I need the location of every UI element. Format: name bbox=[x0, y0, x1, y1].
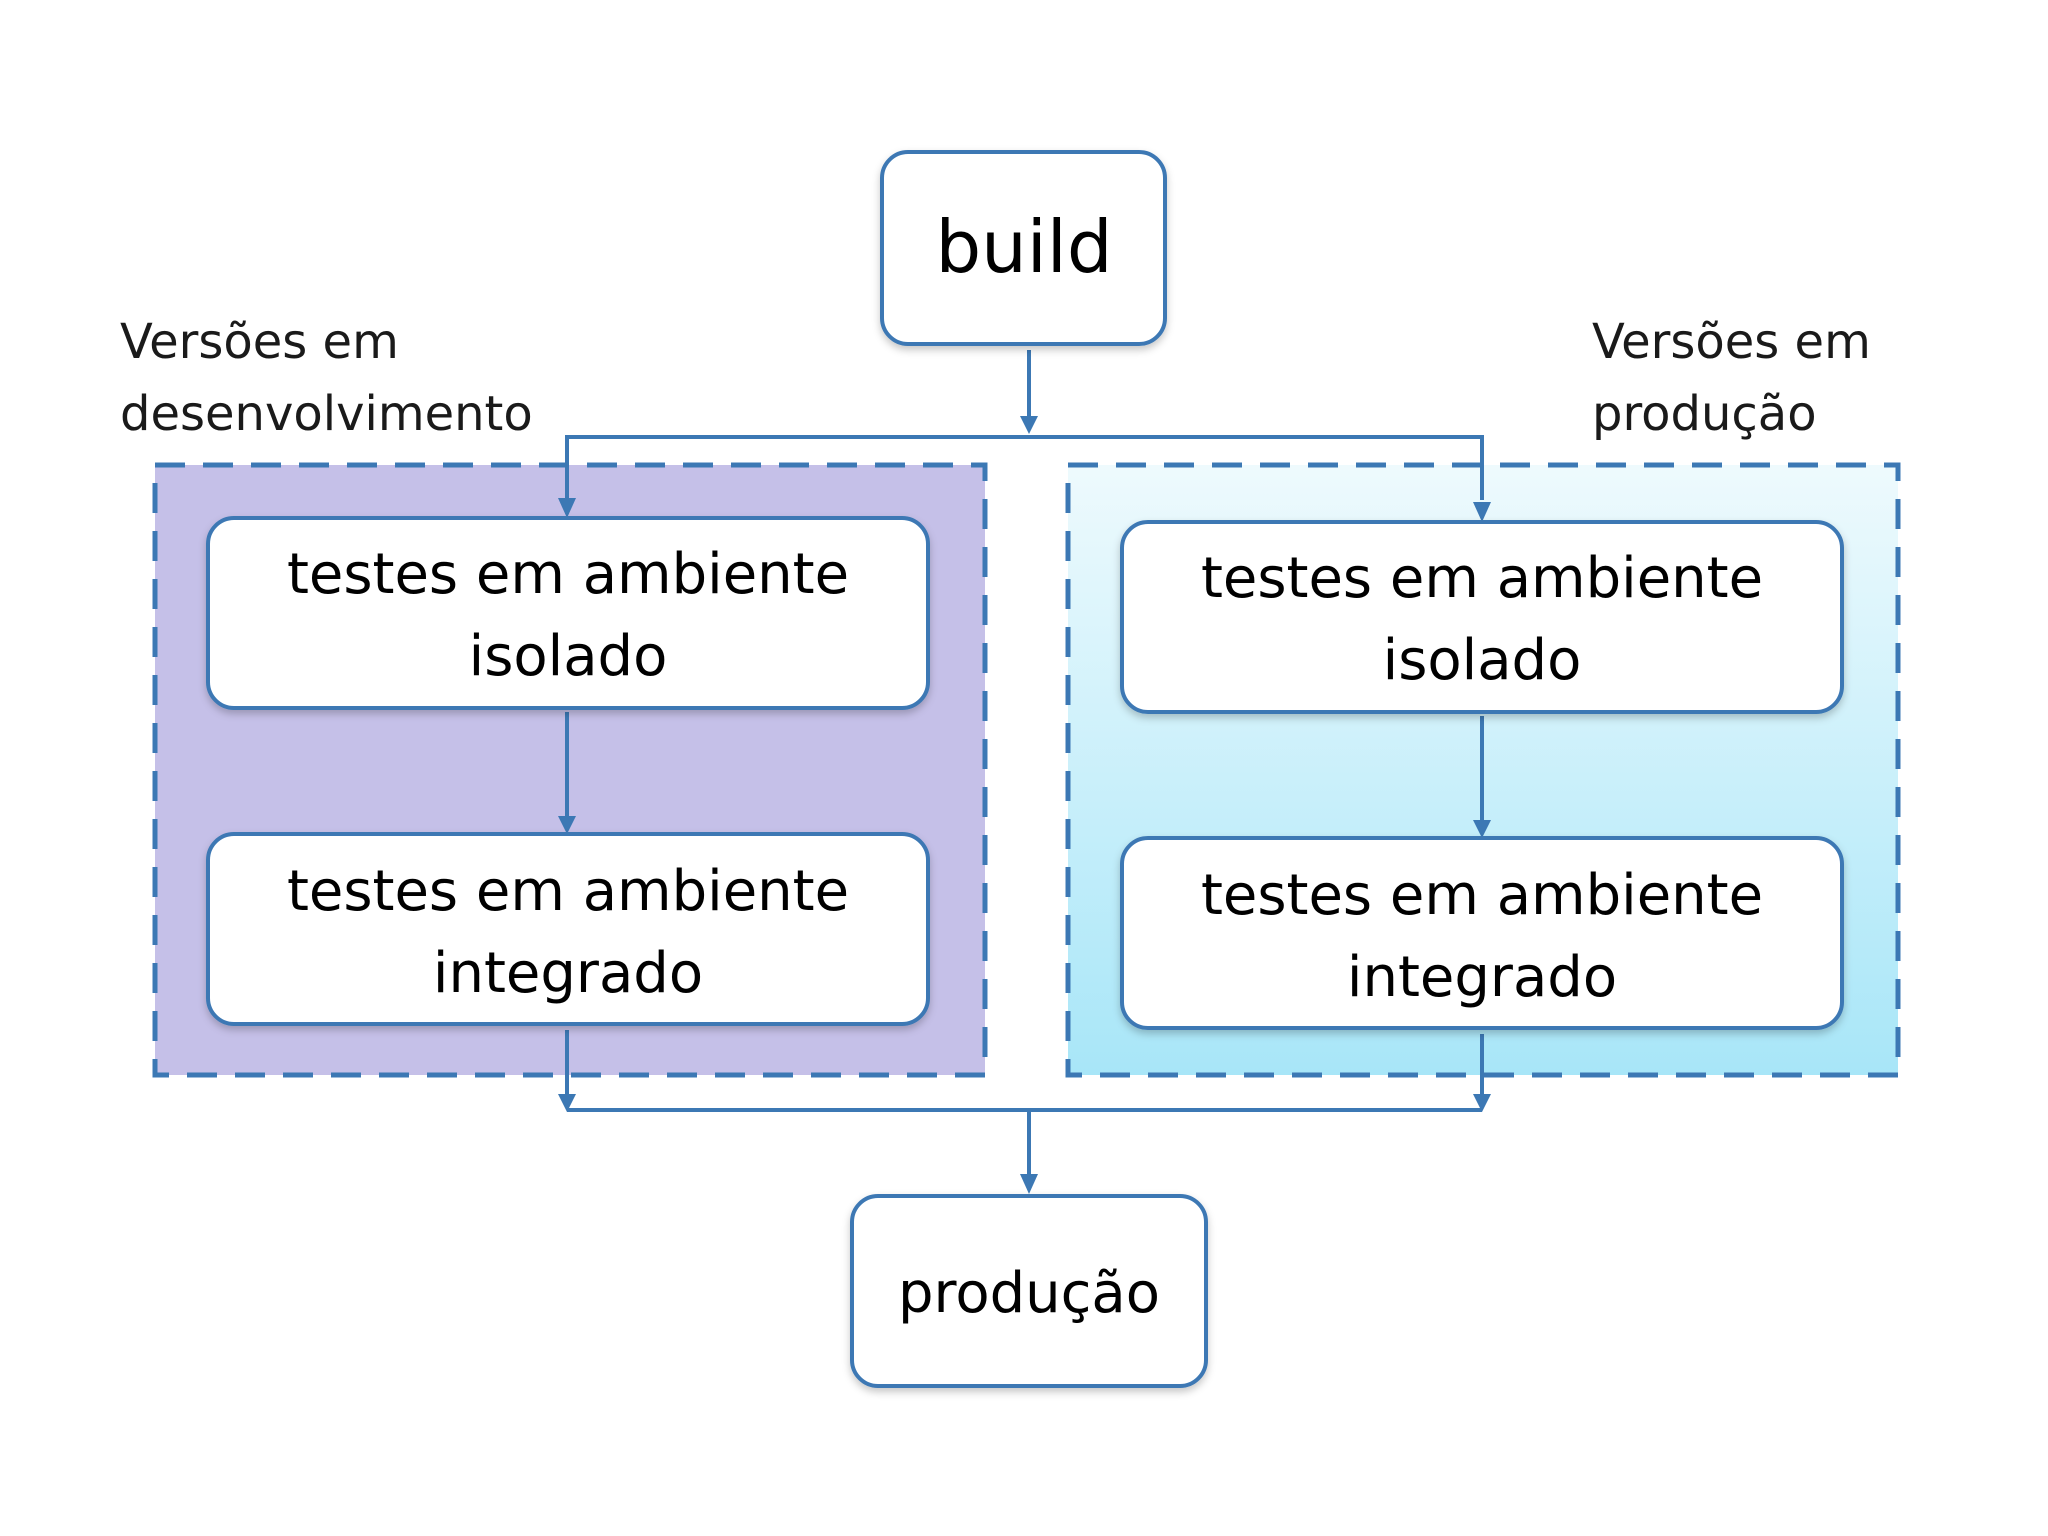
prod-group-label-line1: Versões em bbox=[1592, 314, 1871, 370]
node-build bbox=[880, 150, 1167, 346]
node-dev-isolated-box bbox=[206, 516, 930, 710]
node-dev-isolated-label-line2: isolado bbox=[469, 624, 668, 689]
node-dev-integrated bbox=[206, 832, 930, 1026]
node-prod-integrated-label-line2: integrado bbox=[1347, 945, 1617, 1010]
node-production bbox=[850, 1194, 1208, 1388]
node-dev-isolated bbox=[206, 516, 930, 710]
prod-group-label-line2: produção bbox=[1592, 386, 1817, 442]
arrowhead-prod-isolated bbox=[1473, 502, 1491, 522]
node-production-label: produção bbox=[898, 1261, 1160, 1326]
arrowhead-dev-integrated bbox=[558, 816, 576, 834]
node-prod-isolated-label-line2: isolado bbox=[1383, 628, 1582, 693]
arrowhead-prod-merge bbox=[1473, 1094, 1491, 1112]
node-prod-isolated bbox=[1120, 520, 1844, 714]
connector-split-horizontal bbox=[565, 435, 1484, 500]
arrowhead-dev-isolated bbox=[558, 498, 576, 518]
arrowhead-production bbox=[1020, 1174, 1038, 1194]
node-build-box bbox=[880, 150, 1167, 346]
node-prod-integrated-label-line1: testes em ambiente bbox=[1201, 863, 1763, 928]
arrowhead-dev-merge bbox=[558, 1094, 576, 1112]
node-prod-isolated-label-line1: testes em ambiente bbox=[1201, 546, 1763, 611]
node-dev-isolated-label-line1: testes em ambiente bbox=[287, 542, 849, 607]
arrowhead-build-split bbox=[1020, 416, 1038, 434]
dev-group-label-line2: desenvolvimento bbox=[120, 386, 533, 442]
node-production-box bbox=[850, 1194, 1208, 1388]
node-dev-integrated-label-line2: integrado bbox=[433, 941, 703, 1006]
dev-group-label-line1: Versões em bbox=[120, 314, 399, 370]
node-dev-integrated-label-line1: testes em ambiente bbox=[287, 859, 849, 924]
node-prod-isolated-box bbox=[1120, 520, 1844, 714]
connectors bbox=[558, 350, 1491, 1194]
node-prod-integrated bbox=[1120, 836, 1844, 1030]
node-prod-integrated-box bbox=[1120, 836, 1844, 1030]
node-dev-integrated-box bbox=[206, 832, 930, 1026]
node-build-label: build bbox=[935, 205, 1112, 289]
arrowhead-prod-integrated bbox=[1473, 820, 1491, 838]
